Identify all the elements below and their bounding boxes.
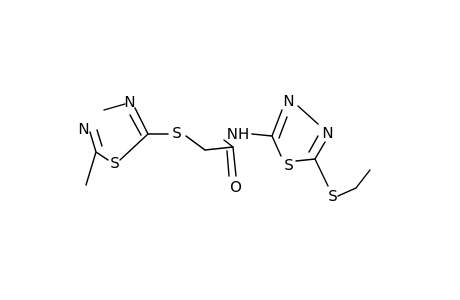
- bond-n-n-right: [297, 105, 319, 125]
- atom-s-ethyl: S: [328, 187, 338, 205]
- atom-n-right-right: N: [322, 124, 333, 142]
- bond-s-ch2: [185, 135, 206, 151]
- atom-n-left-top: N: [124, 93, 135, 111]
- atom-nh-amide: NH: [227, 125, 250, 143]
- bond-s-c-right-ring: [271, 135, 282, 157]
- bond-co-nh: [223, 139, 234, 148]
- bond-c-s-ethyl: [314, 158, 329, 187]
- bond-n-c-left-upper-inner: [129, 114, 142, 136]
- bond-c-s-right-ring: [295, 158, 316, 162]
- bond-ch2-co: [204, 146, 234, 151]
- atom-n-right-top: N: [283, 92, 294, 110]
- atom-s-left-ring: S: [110, 154, 120, 172]
- bond-n-c-right: [314, 141, 326, 160]
- bond-methyl: [85, 151, 97, 186]
- atom-s-right-ring: S: [284, 156, 294, 174]
- bond-c-s-left-ring-right: [119, 133, 149, 161]
- bond-c-n-right-upper-inner: [278, 116, 288, 139]
- linker-chain: [147, 133, 273, 177]
- bond-s-ch2-ethyl: [337, 187, 357, 197]
- bond-n-c-left-upper: [134, 107, 149, 135]
- ethylthio-group: [314, 158, 371, 197]
- bond-s-c-left-ring-left: [95, 151, 109, 161]
- atom-s-linker: S: [172, 124, 182, 142]
- atom-o-carbonyl: O: [230, 178, 242, 196]
- bond-ch2-ch3-ethyl: [355, 169, 371, 189]
- bond-c-n-left-lower-inner: [96, 129, 103, 147]
- bond-c-o-outer: [232, 146, 237, 177]
- bond-n-n-left: [103, 103, 126, 111]
- left-thiadiazole-ring: [85, 103, 149, 186]
- atom-labels: N N S S O NH N N S S: [78, 92, 337, 205]
- bond-c-n-right-upper: [271, 109, 283, 137]
- bond-c-n-left-lower: [89, 131, 97, 153]
- bond-c-o-inner: [226, 150, 230, 177]
- right-thiadiazole-ring: [271, 105, 326, 162]
- bond-n-c-right-inner: [308, 135, 319, 153]
- atom-n-left-bottom: N: [78, 120, 89, 138]
- bond-nh-ring: [251, 133, 273, 137]
